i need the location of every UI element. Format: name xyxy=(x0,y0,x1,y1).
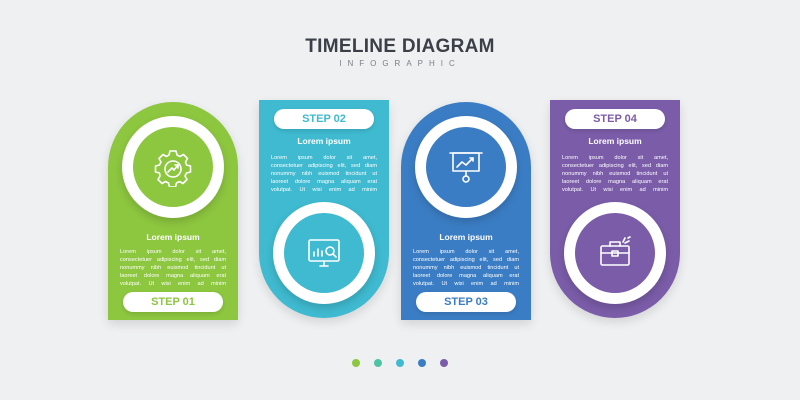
step-4-heading: Lorem ipsum xyxy=(588,136,642,146)
step-2-heading: Lorem ipsum xyxy=(297,136,351,146)
step-1-icon-ring xyxy=(122,116,224,218)
dot-step-3 xyxy=(396,359,404,367)
step-3-label: STEP 03 xyxy=(416,292,516,312)
diagram-title: TIMELINE DIAGRAM xyxy=(305,36,495,57)
step-4-icon-circle xyxy=(575,213,655,293)
step-3-icon-ring xyxy=(415,116,517,218)
step-3-body: Lorem ipsum dolor sit amet, consectetuer… xyxy=(413,249,519,287)
step-3-icon-circle xyxy=(426,127,506,207)
step-2-label: STEP 02 xyxy=(274,109,374,129)
dot-step-1 xyxy=(352,359,360,367)
step-card-1: Lorem ipsum Lorem ipsum dolor sit amet, … xyxy=(108,102,238,320)
briefcase-icon xyxy=(600,236,631,266)
step-2-icon-circle xyxy=(284,213,364,293)
monitor-analytics-icon xyxy=(308,239,340,267)
step-4-label: STEP 04 xyxy=(565,109,665,129)
gear-growth-icon xyxy=(154,150,192,187)
dot-step-5 xyxy=(440,359,448,367)
step-2-icon-ring xyxy=(273,202,375,304)
step-2-body: Lorem ipsum dolor sit amet, consectetuer… xyxy=(271,155,377,193)
step-1-icon-circle xyxy=(133,127,213,207)
step-card-4: STEP 04 Lorem ipsum Lorem ipsum dolor si… xyxy=(550,100,680,318)
dot-step-2 xyxy=(374,359,382,367)
step-4-body: Lorem ipsum dolor sit amet, consectetuer… xyxy=(562,155,668,193)
step-card-2: STEP 02 Lorem ipsum Lorem ipsum dolor si… xyxy=(259,100,389,318)
step-1-body: Lorem ipsum dolor sit amet, consectetuer… xyxy=(120,249,226,287)
step-card-3: Lorem ipsum Lorem ipsum dolor sit amet, … xyxy=(401,102,531,320)
dot-step-4 xyxy=(418,359,426,367)
step-1-label: STEP 01 xyxy=(123,292,223,312)
presentation-board-icon xyxy=(449,152,483,183)
step-4-icon-ring xyxy=(564,202,666,304)
step-1-heading: Lorem ipsum xyxy=(146,232,200,242)
step-3-heading: Lorem ipsum xyxy=(439,232,493,242)
diagram-subtitle: INFOGRAPHIC xyxy=(339,59,461,68)
